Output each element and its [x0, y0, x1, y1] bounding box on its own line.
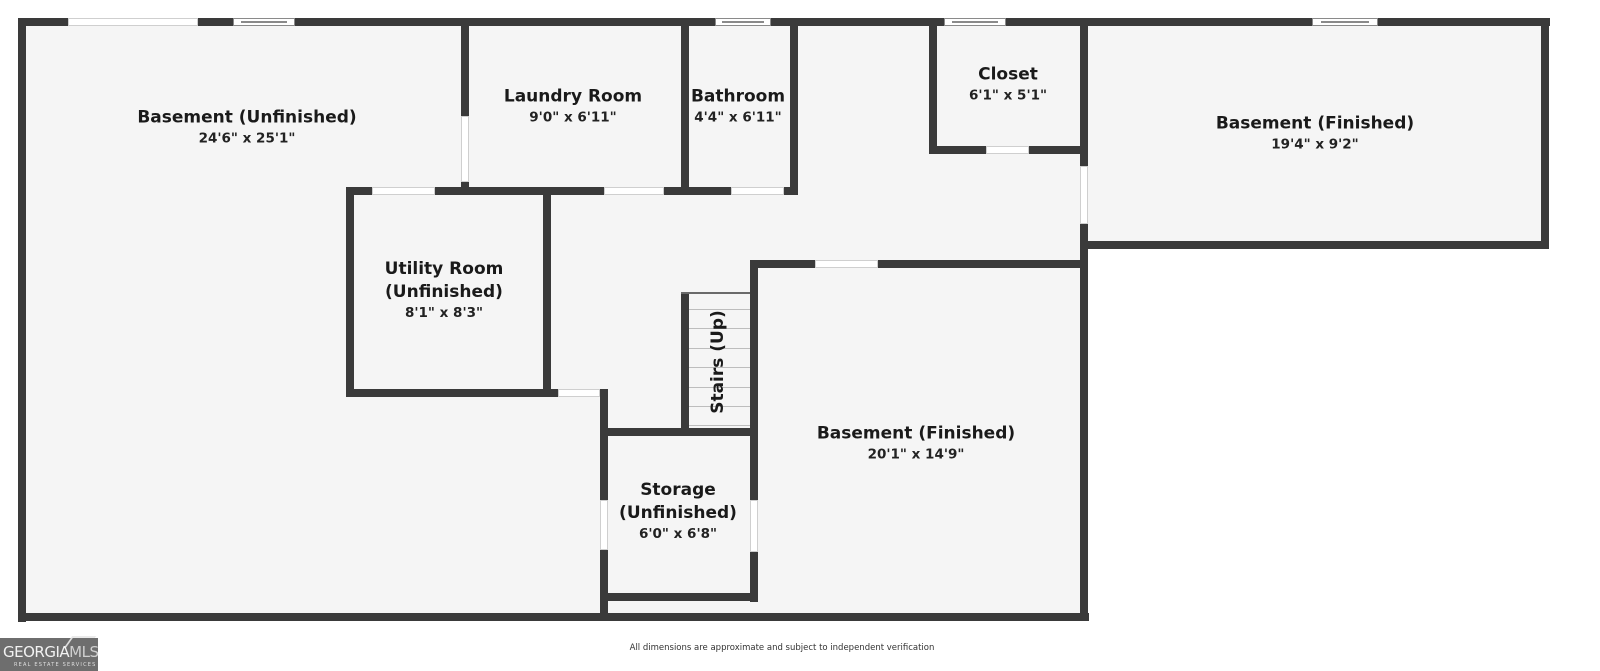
door-storage-left [600, 500, 608, 550]
room-utility: Utility Room (Unfinished) 8'1" x 8'3" [385, 258, 504, 322]
wall-storage-right [750, 260, 758, 602]
room-dimensions: 20'1" x 14'9" [867, 446, 965, 463]
floor-outside-cutout [1090, 248, 1600, 628]
room-dimensions: 6'1" x 5'1" [968, 87, 1048, 104]
window-finished-east [1312, 18, 1378, 26]
wall-closet-left [929, 18, 937, 154]
wall-laundry-bottom [346, 187, 798, 195]
room-dimensions: 6'0" x 6'8" [638, 526, 717, 542]
stair-step [689, 348, 750, 349]
door-laundry-bottom [604, 187, 664, 195]
stair-step [689, 328, 750, 329]
room-bathroom: Bathroom 4'4" x 6'11" [691, 86, 785, 127]
logo-brand-main: GEORGIA [3, 643, 70, 661]
wall-utility-bottom [346, 389, 608, 397]
wall-bottom [18, 613, 1089, 621]
room-basement-finished-east: Basement (Finished) 19'4" x 9'2" [1216, 113, 1414, 154]
room-dimensions: 24'6" x 25'1" [198, 130, 296, 147]
floor-finished-east [1084, 22, 1545, 246]
stairs-label: Stairs (Up) [708, 310, 728, 414]
door-utility-top [372, 187, 435, 195]
wall-bathroom-right [790, 18, 798, 195]
wall-stairs-left [681, 292, 689, 436]
logo-brand-accent: MLS [69, 643, 99, 661]
room-name-line2: (Unfinished) [385, 282, 503, 302]
stair-step [689, 425, 750, 426]
room-dimensions: 19'4" x 9'2" [1271, 136, 1359, 153]
room-dimensions: 4'4" x 6'11" [694, 109, 782, 126]
wall-finished-south-top [750, 260, 1088, 268]
room-dimensions: 9'0" x 6'11" [529, 109, 617, 126]
stair-step [689, 309, 750, 310]
room-storage: Storage (Unfinished) 6'0" x 6'8" [619, 479, 737, 543]
room-name: Closet [978, 64, 1038, 85]
wall-right-east [1541, 18, 1549, 249]
window-closet [944, 18, 1006, 26]
wall-laundry-bath-divider [681, 18, 689, 195]
opening-top-1 [68, 18, 198, 26]
room-dimensions: 8'1" x 8'3" [404, 305, 484, 321]
door-bathroom-bottom [731, 187, 784, 195]
wall-top [18, 18, 1550, 26]
floor-main [22, 22, 1086, 617]
window-bathroom [715, 18, 771, 26]
door-laundry-left [461, 116, 469, 182]
door-utility-bottom [558, 389, 600, 397]
stair-step [689, 387, 750, 388]
wall-utility-right [543, 187, 551, 397]
wall-storage-bottom [600, 593, 758, 601]
wall-utility-left [346, 187, 354, 397]
door-storage-right [750, 500, 758, 552]
georgia-mls-logo: GEORGIAMLS REAL ESTATE SERVICES [0, 636, 99, 671]
wall-left [18, 18, 26, 622]
door-closet [986, 146, 1029, 154]
room-name: Basement (Unfinished) [137, 107, 357, 128]
wall-bottom-east [1081, 241, 1549, 249]
stair-step [689, 367, 750, 368]
room-closet: Closet 6'1" x 5'1" [969, 64, 1047, 105]
logo-tagline: REAL ESTATE SERVICES [14, 662, 97, 668]
wall-right-main [1080, 18, 1088, 621]
room-basement-unfinished: Basement (Unfinished) 24'6" x 25'1" [137, 107, 356, 148]
window-top-1 [233, 18, 295, 26]
room-name: Basement (Finished) [816, 423, 1016, 444]
room-name: Bathroom [690, 86, 786, 107]
room-laundry: Laundry Room 9'0" x 6'11" [504, 86, 642, 127]
room-name: Basement (Finished) [1215, 113, 1415, 134]
wall-stairs-top [681, 292, 750, 294]
room-name-line2: (Unfinished) [619, 503, 737, 523]
wall-storage-top [600, 428, 758, 436]
room-name: Laundry Room [503, 86, 643, 107]
disclaimer: All dimensions are approximate and subje… [629, 643, 935, 653]
room-basement-finished-south: Basement (Finished) 20'1" x 14'9" [817, 423, 1015, 464]
room-name-line1: Utility Room [384, 259, 504, 279]
door-finished-south [815, 260, 878, 268]
wall-laundry-left [461, 18, 469, 192]
room-name-line1: Storage [640, 480, 716, 500]
door-finished-east [1080, 166, 1088, 224]
logo-wordmark: GEORGIAMLS [3, 643, 99, 661]
stair-step [689, 406, 750, 407]
